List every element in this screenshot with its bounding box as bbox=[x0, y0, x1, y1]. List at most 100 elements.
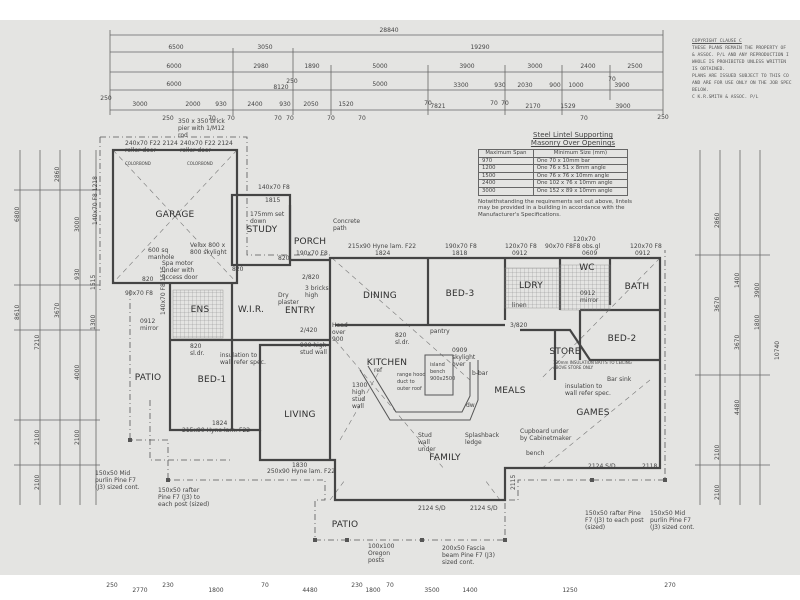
dimension-label: 1400 bbox=[734, 272, 741, 288]
side-dimension-lines bbox=[14, 150, 770, 505]
note: 2124 S/D bbox=[588, 463, 616, 470]
cell: One 70 x 10mm bar bbox=[532, 156, 629, 166]
dimension-label: 70 bbox=[424, 100, 432, 107]
note: 120x70 F8 bbox=[505, 243, 537, 250]
room-study: STUDY bbox=[246, 225, 278, 235]
dimension-label: 2100 bbox=[74, 429, 81, 445]
note: linen bbox=[512, 302, 527, 309]
note: Dry plaster bbox=[278, 292, 299, 306]
dimension-label: 70 bbox=[261, 582, 269, 589]
note: 1824 bbox=[212, 420, 228, 427]
dimension-label: 2000 bbox=[185, 101, 201, 108]
dimension-label: 3900 bbox=[459, 63, 475, 70]
scanned-plan-sheet bbox=[0, 20, 800, 575]
dimension-label: 1250 bbox=[562, 587, 578, 594]
kitchen-bench bbox=[359, 354, 479, 421]
dimension-label: 70 bbox=[274, 115, 282, 122]
note: b-bar bbox=[472, 370, 488, 377]
dimension-label: 2500 bbox=[627, 63, 643, 70]
copyright-line: AND ARE FOR USE ONLY ON THE JOB SPEC bbox=[692, 81, 792, 86]
copyright-line: PLANS ARE ISSUED SUBJECT TO THIS CO bbox=[692, 74, 789, 79]
dimension-label: 4480 bbox=[302, 587, 318, 594]
note: 0609 bbox=[582, 250, 598, 257]
top-dimension-lines bbox=[109, 30, 664, 115]
note: Splashback ledge bbox=[465, 432, 500, 446]
dimension-label: 1520 bbox=[338, 101, 354, 108]
note: range hood duct to outer roof bbox=[397, 372, 426, 392]
room-bed-2: BED-2 bbox=[607, 334, 637, 344]
dimension-label: 2100 bbox=[714, 484, 721, 500]
room-store: STORE bbox=[549, 347, 581, 357]
dimension-label: 930 bbox=[279, 101, 291, 108]
dimension-label: 2050 bbox=[303, 101, 319, 108]
note: 820 sl.dr. bbox=[395, 332, 410, 346]
note: ref bbox=[374, 367, 383, 374]
note: island bench 900x2500 bbox=[430, 362, 456, 382]
lintel-note: Notwithstanding the requirements set out… bbox=[478, 198, 632, 218]
dimension-label: 1800 bbox=[365, 587, 381, 594]
dimension-label: 70 bbox=[227, 115, 235, 122]
note: COLORBOND bbox=[187, 161, 213, 166]
dimension-label: 1800 bbox=[754, 314, 761, 330]
note: 0912 mirror bbox=[580, 290, 599, 304]
note: Stud wall under bbox=[418, 432, 436, 453]
dimension-label: 7821 bbox=[430, 103, 446, 110]
dimension-label: 1529 bbox=[560, 103, 576, 110]
dimension-label: 5000 bbox=[372, 63, 388, 70]
dimension-label: 3900 bbox=[754, 282, 761, 298]
room-bath: BATH bbox=[624, 282, 650, 292]
note: 140x70 F8 1218 bbox=[92, 176, 99, 225]
dimension-label: 28840 bbox=[379, 27, 399, 34]
dimension-label: 250 bbox=[657, 114, 669, 121]
note: 200x50 Fascia beam Pine F7 (J3) sized co… bbox=[442, 545, 495, 566]
note: 215x90 Hyne lam. F22 bbox=[182, 427, 251, 434]
room-garage: GARAGE bbox=[155, 210, 195, 220]
dimension-label: 230 bbox=[351, 582, 363, 589]
room-patio-left: PATIO bbox=[134, 373, 162, 383]
copyright-line: COPYRIGHT CLAUSE C bbox=[692, 39, 742, 44]
room-wir: W.I.R. bbox=[237, 305, 265, 315]
cell: One 152 x 89 x 10mm angle bbox=[532, 186, 629, 196]
note: Velux 800 x 800 skylight bbox=[190, 242, 227, 256]
dimension-label: 230 bbox=[162, 582, 174, 589]
note: 90x70 F8 bbox=[125, 290, 153, 297]
room-bed-3: BED-3 bbox=[445, 289, 475, 299]
dimension-label: 3500 bbox=[424, 587, 440, 594]
note: 175mm set down bbox=[250, 211, 285, 225]
dimension-label: 6800 bbox=[14, 206, 21, 222]
note: 2124 S/D bbox=[418, 505, 446, 512]
note: 1300 high stud wall bbox=[352, 382, 368, 410]
note: 820 sl.dr. bbox=[190, 343, 205, 357]
cell: 970 bbox=[478, 156, 534, 166]
dimension-label: 7210 bbox=[34, 334, 41, 350]
dimension-label: 4000 bbox=[74, 364, 81, 380]
dimension-label: 3670 bbox=[714, 296, 721, 312]
note: 150x50 Mid purlin Pine F7 (J3) sized con… bbox=[650, 510, 695, 531]
cell: 1200 bbox=[478, 164, 534, 173]
note: 2115 bbox=[510, 474, 517, 490]
note: 0912 bbox=[512, 250, 528, 257]
tiled-areas bbox=[172, 264, 611, 339]
note: 2/420 bbox=[300, 327, 318, 334]
note: 3/820 bbox=[510, 322, 528, 329]
note: 130mm INSULATION BATTS TO CEILING ABOVE … bbox=[553, 360, 632, 370]
room-patio-bottom: PATIO bbox=[331, 520, 359, 530]
dimension-label: 2100 bbox=[714, 444, 721, 460]
note: 900 high stud wall bbox=[300, 342, 327, 356]
note: 240x70 F22 2124 roller door bbox=[180, 140, 233, 154]
note: 820 bbox=[232, 266, 244, 273]
note: bench bbox=[526, 450, 545, 457]
dimension-label: 8120 bbox=[273, 84, 289, 91]
note: 2/820 bbox=[302, 274, 320, 281]
lintel-title: Steel Lintel Supporting bbox=[533, 131, 613, 139]
note: 250x90 Hyne lam. F22 bbox=[267, 468, 336, 475]
note: 820 bbox=[142, 276, 154, 283]
dimension-label: 4480 bbox=[734, 399, 741, 415]
dimension-label: 70 bbox=[208, 115, 216, 122]
room-living: LIVING bbox=[284, 410, 316, 420]
room-laundry: LDRY bbox=[519, 281, 543, 291]
dimension-label: 19290 bbox=[470, 44, 490, 51]
